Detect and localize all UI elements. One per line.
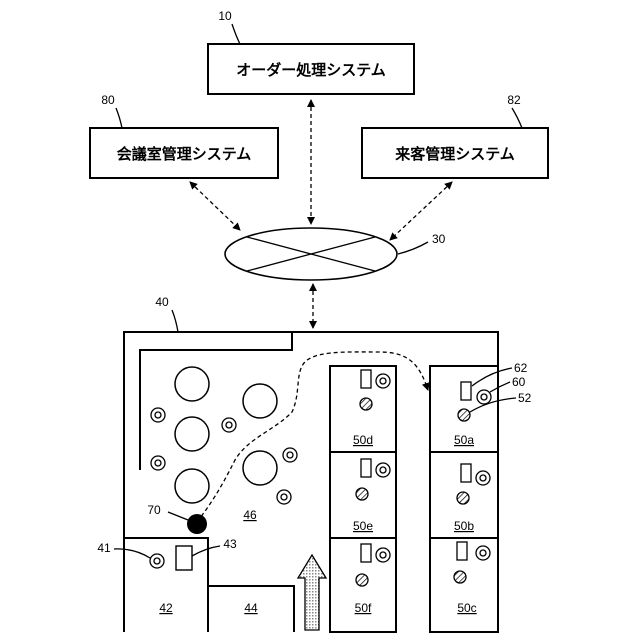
room-42-label: 42 (159, 601, 173, 615)
network-leader (398, 242, 428, 254)
floor-ref: 40 (155, 295, 169, 309)
callout-62: 62 (514, 361, 528, 375)
robot-70-label: 70 (147, 503, 161, 517)
meeting-room-system: 会議室管理システム (90, 128, 278, 178)
station-43-leader (192, 546, 220, 556)
network-ref: 30 (432, 232, 446, 246)
room-50c-label: 50c (457, 601, 476, 615)
visitor-system-label: 来客管理システム (394, 145, 515, 163)
order-processing-system: オーダー処理システム (208, 44, 414, 94)
terminal-43 (176, 546, 192, 570)
area-46-label: 46 (243, 508, 257, 522)
meeting-room-label: 会議室管理システム (117, 145, 252, 163)
room-50f-label: 50f (355, 601, 372, 615)
robot-leader (168, 512, 188, 520)
station-41-label: 41 (97, 541, 111, 555)
floor-leader (172, 310, 178, 332)
tables (175, 367, 277, 503)
station-41-leader (114, 549, 150, 558)
order-system-leader (232, 24, 240, 44)
visitor-system: 来客管理システム (362, 128, 548, 178)
station-43-label: 43 (223, 537, 237, 551)
room-50a-label: 50a (454, 433, 474, 447)
meeting-room-ref: 80 (101, 93, 115, 107)
network-hub (225, 228, 397, 280)
visitor-system-leader (512, 108, 522, 128)
entrance-arrow (298, 555, 326, 630)
callout-52: 52 (518, 391, 532, 405)
callout-60: 60 (512, 375, 526, 389)
room-50e-label: 50e (353, 519, 373, 533)
room-44-label: 44 (244, 601, 258, 615)
order-system-ref: 10 (218, 9, 232, 23)
room-50d-label: 50d (353, 433, 373, 447)
meeting-room-leader (116, 108, 122, 128)
order-system-label: オーダー処理システム (236, 61, 386, 79)
link-meeting-network (190, 182, 240, 230)
visitor-system-ref: 82 (507, 93, 521, 107)
room-50b-label: 50b (454, 519, 474, 533)
robot-70 (187, 514, 207, 534)
